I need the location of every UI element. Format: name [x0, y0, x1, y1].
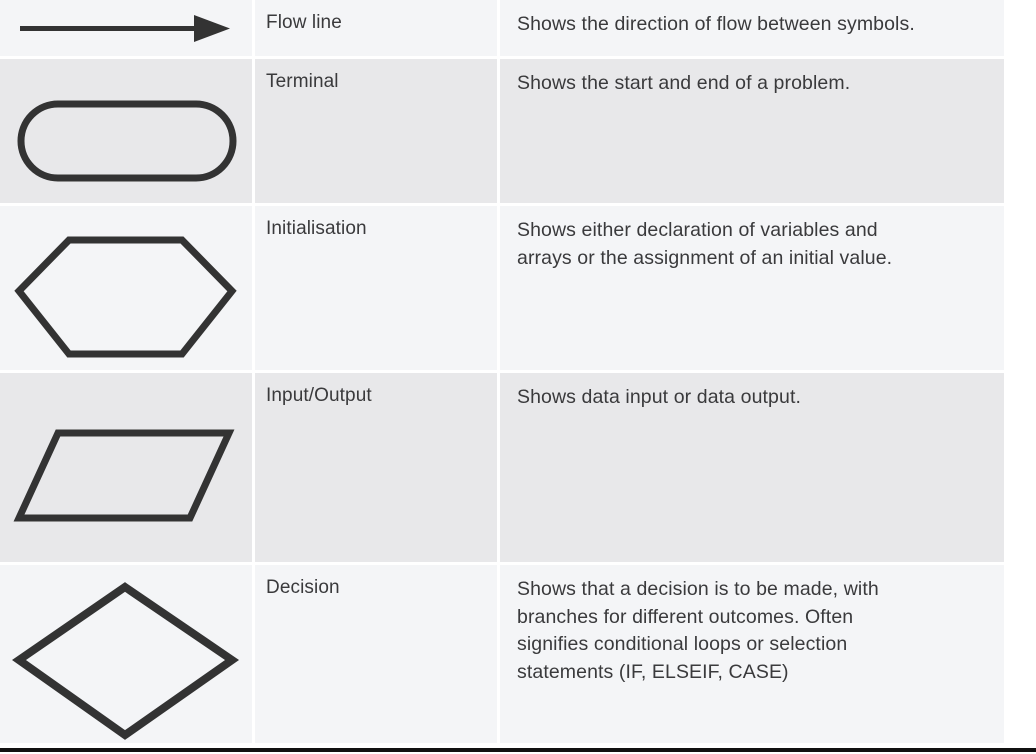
symbol-description: Shows the start and end of a problem.: [517, 72, 851, 94]
symbol-name: Decision: [266, 577, 340, 598]
name-cell: Input/Output: [252, 370, 497, 562]
symbol-description: Shows that a decision is to be made, wit…: [517, 578, 879, 683]
symbol-cell-input-output: [0, 370, 252, 562]
table-row: Flow line Shows the direction of flow be…: [0, 0, 1004, 56]
symbol-cell-flow-line: [0, 0, 252, 56]
symbol-description: Shows either declaration of variables an…: [517, 219, 893, 269]
table-row: Input/Output Shows data input or data ou…: [0, 370, 1004, 562]
name-cell: Flow line: [252, 0, 497, 56]
description-cell: Shows the direction of flow between symb…: [497, 0, 1004, 56]
symbol-name: Initialisation: [266, 218, 367, 239]
symbol-name: Terminal: [266, 71, 339, 92]
input-output-parallelogram-icon: [0, 373, 252, 562]
name-cell: Initialisation: [252, 203, 497, 370]
description-cell: Shows data input or data output.: [497, 370, 1004, 562]
flow-line-arrow-icon: [0, 0, 252, 56]
flowchart-symbols-table: Flow line Shows the direction of flow be…: [0, 0, 1004, 743]
symbol-description: Shows data input or data output.: [517, 386, 801, 408]
description-cell: Shows that a decision is to be made, wit…: [497, 562, 1004, 743]
symbol-cell-decision: [0, 562, 252, 743]
decision-diamond-icon: [0, 565, 252, 743]
symbol-cell-initialisation: [0, 203, 252, 370]
symbol-description: Shows the direction of flow between symb…: [517, 13, 915, 35]
bottom-rule-divider: [0, 748, 1036, 752]
terminal-stadium-icon: [0, 59, 252, 203]
table-row: Initialisation Shows either declaration …: [0, 203, 1004, 370]
table-row: Decision Shows that a decision is to be …: [0, 562, 1004, 743]
symbol-cell-terminal: [0, 56, 252, 203]
symbol-name: Input/Output: [266, 385, 372, 406]
name-cell: Terminal: [252, 56, 497, 203]
description-cell: Shows the start and end of a problem.: [497, 56, 1004, 203]
symbol-name: Flow line: [266, 12, 342, 33]
description-cell: Shows either declaration of variables an…: [497, 203, 1004, 370]
name-cell: Decision: [252, 562, 497, 743]
initialisation-hexagon-icon: [0, 206, 252, 370]
table-row: Terminal Shows the start and end of a pr…: [0, 56, 1004, 203]
